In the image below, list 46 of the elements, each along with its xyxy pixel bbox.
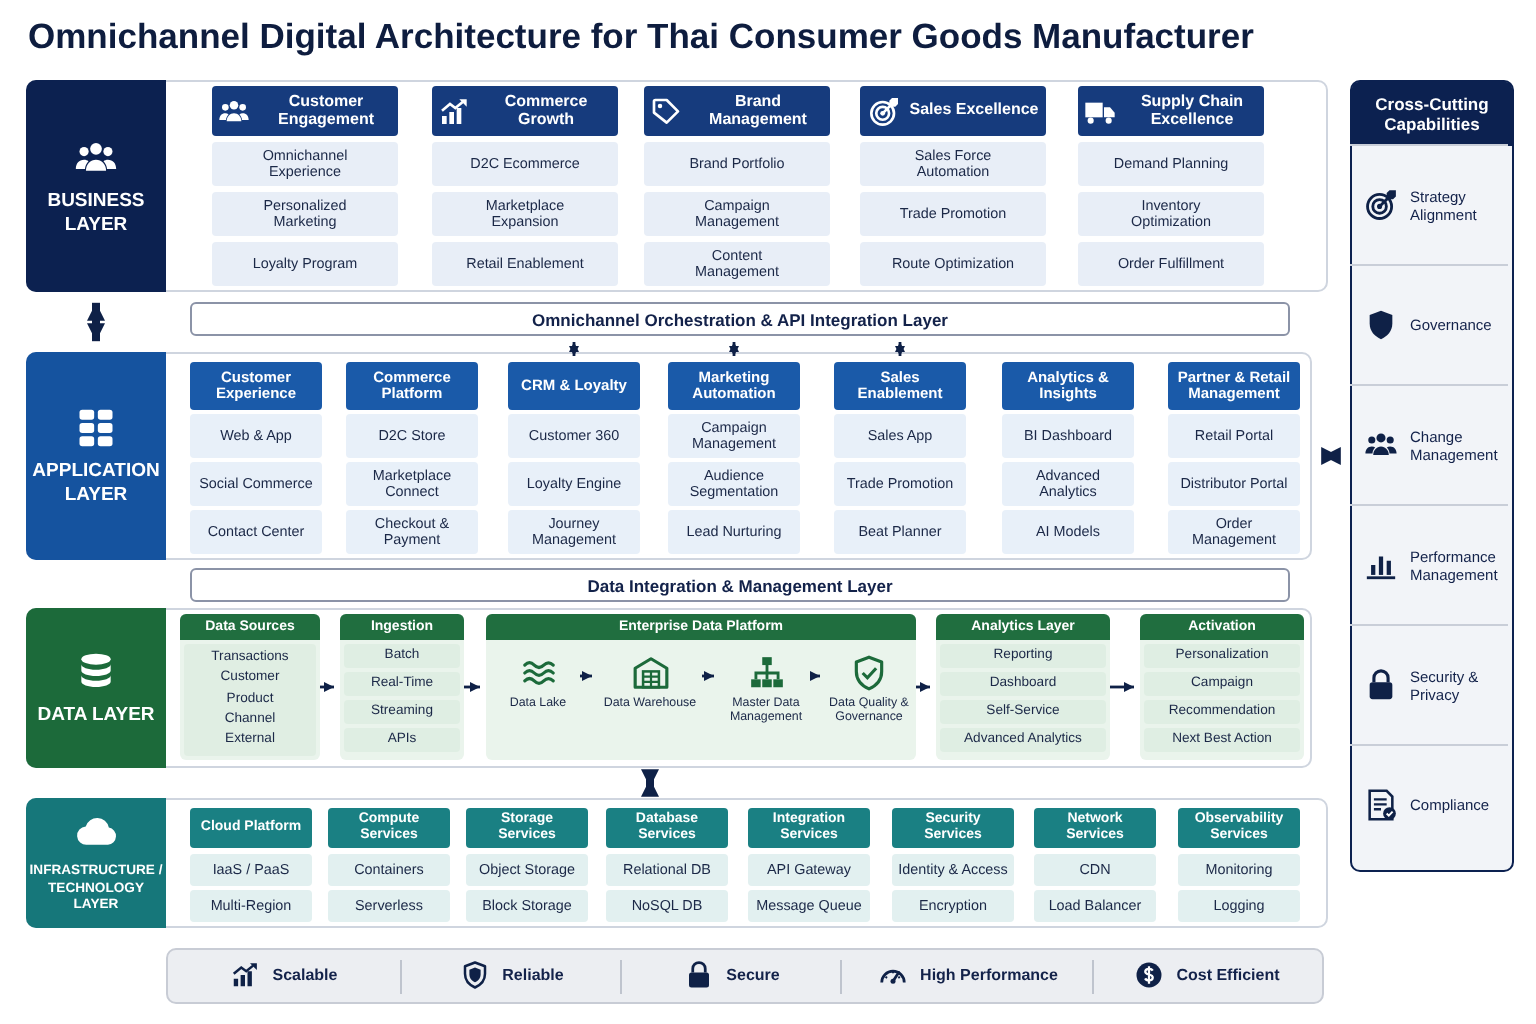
double-arrow (641, 769, 659, 797)
attribute-label: Reliable (502, 965, 564, 983)
data-group-panel (1140, 614, 1304, 760)
layer-panel (26, 352, 1312, 560)
capabilities-panel (1350, 80, 1514, 872)
arrow (916, 682, 930, 692)
category-title: Customer Engagement (275, 93, 376, 129)
arrow (320, 682, 334, 692)
diagram-title: Omnichannel Digital Architecture for Thai Consumer Goods Manufacturer (28, 16, 1254, 58)
attribute-label: Scalable (272, 965, 338, 983)
category-header (860, 86, 1046, 136)
arrow (1110, 682, 1134, 692)
layer-title: DATA LAYER (37, 703, 155, 727)
category-header (1078, 86, 1264, 136)
attribute-bar (166, 948, 1324, 1004)
integration-layer-bar: Data Integration & Management Layer (190, 568, 1290, 602)
layer-panel (26, 608, 1312, 768)
panel-header: Cross-Cutting Capabilities (1352, 82, 1512, 146)
layer-title: APPLICATION LAYER (30, 459, 162, 507)
category-title: Brand Management (707, 93, 809, 129)
integration-layer-bar: Omnichannel Orchestration & API Integration Layer (190, 302, 1290, 336)
attribute-label: Cost Efficient (1176, 965, 1280, 983)
double-arrow (87, 302, 105, 342)
attribute-label: Secure (726, 965, 780, 983)
double-arrow (729, 342, 739, 356)
data-group-panel (936, 614, 1110, 760)
layer-title: BUSINESS LAYER (45, 189, 147, 237)
layer-panel (26, 798, 1328, 928)
double-arrow (895, 342, 905, 356)
category-header (212, 86, 398, 136)
data-group-panel (486, 614, 916, 760)
category-title: Commerce Growth (502, 93, 590, 129)
category-header (432, 86, 618, 136)
data-group-panel (340, 614, 464, 760)
category-header (644, 86, 830, 136)
arrow (580, 671, 592, 681)
arrow (702, 671, 714, 681)
category-title: Supply Chain Excellence (1138, 93, 1246, 129)
attribute-label: High Performance (920, 965, 1058, 983)
layer-panel (26, 80, 1328, 292)
double-arrow (569, 342, 579, 356)
arrow (810, 671, 820, 681)
category-title: Sales Excellence (909, 102, 1039, 120)
data-group-panel (180, 614, 320, 760)
arrow (464, 682, 480, 692)
double-arrow (1321, 447, 1341, 465)
